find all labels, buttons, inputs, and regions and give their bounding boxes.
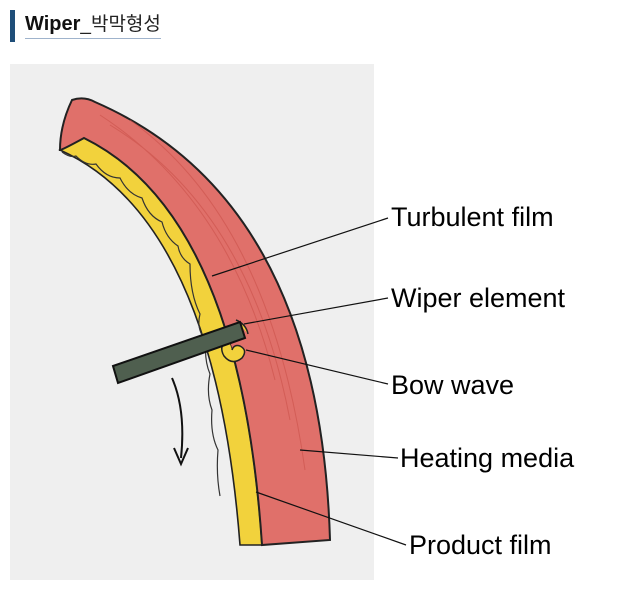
- leader-bow-wave: [245, 349, 389, 385]
- heating-media-texture: [99, 114, 306, 471]
- leader-heating-media: [299, 449, 399, 459]
- page-title: Wiper_박막형성: [25, 14, 161, 39]
- rotation-arrow: [171, 377, 184, 459]
- title-sub: _박막형성: [80, 13, 161, 35]
- label-turbulent-film: Turbulent film: [391, 202, 554, 232]
- header: Wiper_박막형성: [10, 8, 161, 44]
- bow-wave-shape: [221, 319, 249, 363]
- leader-wiper-element: [243, 297, 389, 325]
- title-strong: Wiper: [25, 12, 81, 35]
- leader-turbulent-film: [211, 217, 389, 277]
- product-film-wavy-edge: [61, 151, 221, 497]
- rotation-arrow-head: [173, 447, 189, 467]
- label-wiper-element: Wiper element: [391, 283, 566, 313]
- leader-product-film: [255, 491, 407, 546]
- label-heating-media: Heating media: [400, 443, 575, 473]
- wiper-element: [111, 320, 247, 385]
- heating-media-layer: [58, 97, 332, 547]
- label-bow-wave: Bow wave: [391, 370, 515, 400]
- label-product-film: Product film: [409, 530, 552, 560]
- header-accent-bar: [10, 10, 15, 42]
